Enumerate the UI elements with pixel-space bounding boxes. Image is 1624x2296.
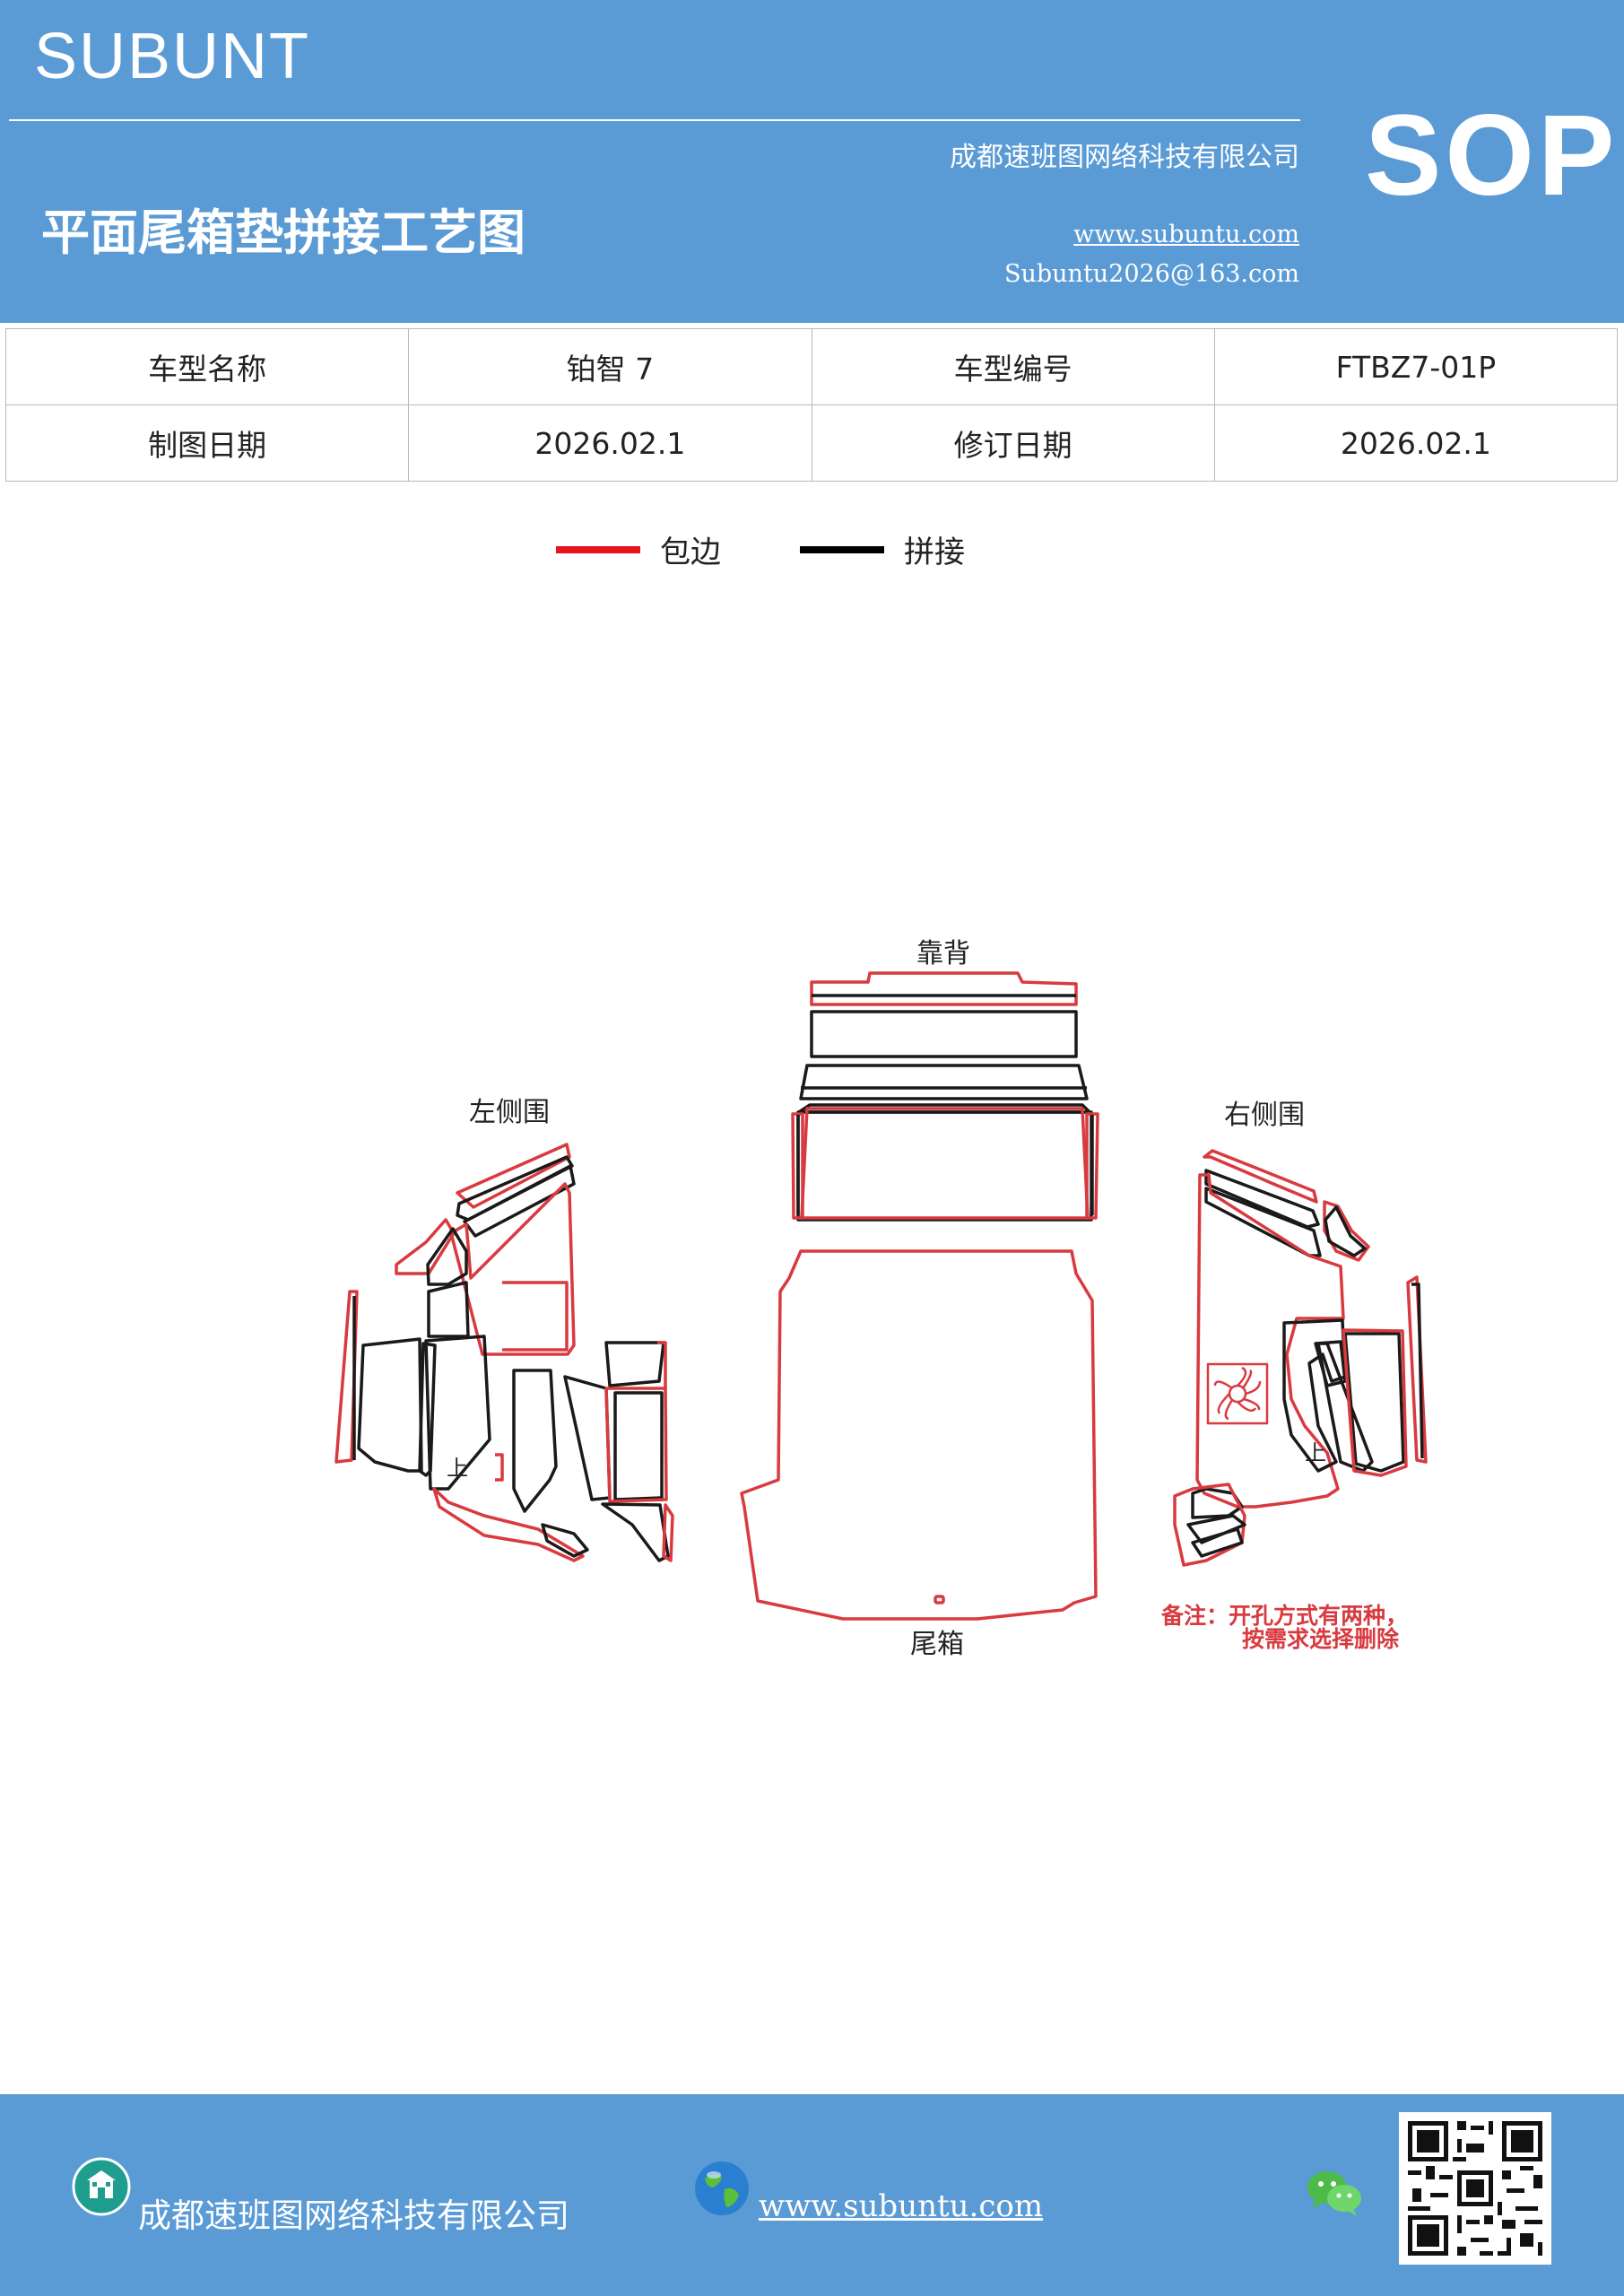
legend-label: 包边 xyxy=(660,535,721,570)
note-line-1: 备注：开孔方式有两种， xyxy=(1160,1603,1408,1629)
company-icon xyxy=(72,2157,131,2216)
vehicle-info-table: 车型名称 铂智 7 车型编号 FTBZ7-01P 制图日期 2026.02.1 … xyxy=(4,328,1619,482)
orientation-mark-right: 上 xyxy=(1305,1440,1326,1465)
page-footer: 成都速班图网络科技有限公司 www.subuntu.com xyxy=(0,2094,1624,2296)
table-cell: 2026.02.1 xyxy=(1213,404,1619,482)
header-divider xyxy=(9,119,1300,121)
table-cell: 车型名称 xyxy=(4,328,410,405)
right-side-panels xyxy=(1173,1149,1428,1567)
legend-item-seam: 拼接 xyxy=(800,527,965,571)
red-line-swatch xyxy=(556,545,640,553)
table-cell: FTBZ7-01P xyxy=(1213,328,1619,405)
right-side-label: 右侧围 xyxy=(1224,1100,1305,1131)
trunk-label: 尾箱 xyxy=(910,1629,964,1660)
note-line-2: 按需求选择删除 xyxy=(1242,1626,1400,1652)
brand-name: SUBUNT xyxy=(34,21,311,92)
globe-icon xyxy=(695,2161,749,2215)
trunk-floor-panel xyxy=(740,1249,1098,1621)
email-address: Subuntu2026@163.com xyxy=(1004,260,1299,288)
black-line-swatch xyxy=(800,545,884,553)
left-side-panels xyxy=(334,1143,674,1562)
sop-badge: SOP xyxy=(1365,91,1619,220)
table-cell: 修订日期 xyxy=(811,404,1215,482)
orientation-mark-left: 上 xyxy=(447,1456,468,1481)
wechat-icon[interactable] xyxy=(1305,2166,1364,2220)
table-cell: 铂智 7 xyxy=(408,328,812,405)
legend-label: 拼接 xyxy=(904,535,965,570)
table-row: 车型名称 铂智 7 车型编号 FTBZ7-01P xyxy=(4,328,1619,405)
qr-code xyxy=(1399,2112,1551,2265)
backrest-panels xyxy=(791,971,1099,1222)
left-side-label: 左侧围 xyxy=(469,1097,550,1128)
company-name: 成都速班图网络科技有限公司 xyxy=(950,142,1299,173)
legend-item-edge: 包边 xyxy=(556,527,721,571)
backrest-label: 靠背 xyxy=(916,938,970,970)
table-cell: 2026.02.1 xyxy=(408,404,812,482)
table-cell: 车型编号 xyxy=(811,328,1215,405)
table-row: 制图日期 2026.02.1 修订日期 2026.02.1 xyxy=(4,404,1619,482)
website-link[interactable]: www.subuntu.com xyxy=(1073,221,1299,248)
table-cell: 制图日期 xyxy=(4,404,410,482)
footer-company: 成都速班图网络科技有限公司 xyxy=(138,2196,569,2235)
footer-website[interactable]: www.subuntu.com xyxy=(759,2188,1044,2224)
document-title: 平面尾箱垫拼接工艺图 xyxy=(41,204,525,261)
page-header: SUBUNT 成都速班图网络科技有限公司 SOP 平面尾箱垫拼接工艺图 www.… xyxy=(0,0,1624,323)
